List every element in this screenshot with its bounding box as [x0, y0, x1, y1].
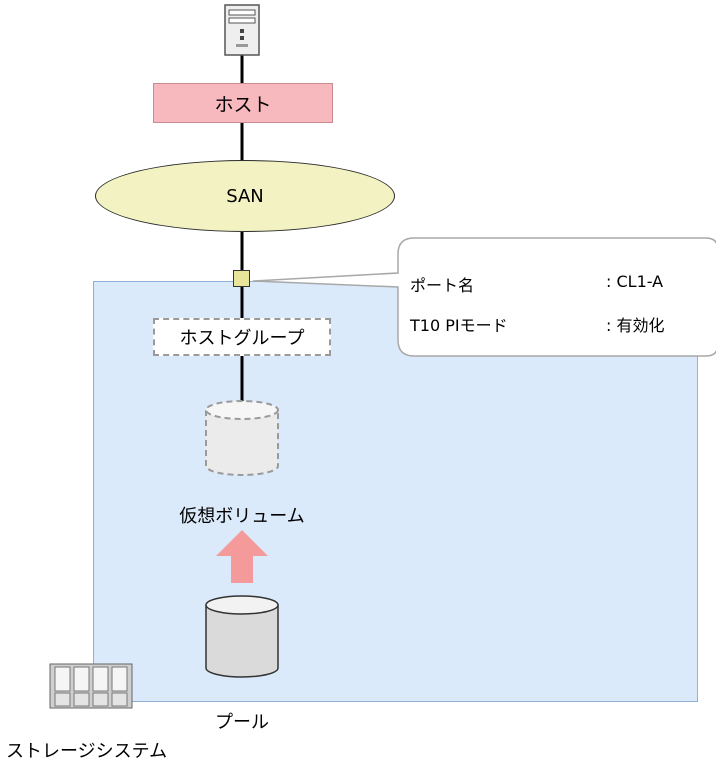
virtual-volume-cylinder	[205, 400, 279, 476]
pool-label: プール	[215, 712, 269, 733]
port-callout-bubble	[252, 237, 716, 357]
storage-rack-icon	[49, 663, 133, 709]
storage-system-label: ストレージシステム	[6, 741, 168, 762]
host-box: ホスト	[153, 83, 333, 123]
host-group-label: ホストグループ	[179, 328, 305, 349]
up-arrow-icon	[216, 530, 268, 583]
port-icon	[233, 270, 250, 287]
san-ellipse: SAN	[95, 160, 395, 232]
san-label: SAN	[226, 185, 264, 207]
server-icon	[224, 4, 260, 56]
host-group-box: ホストグループ	[153, 318, 331, 356]
t10-pi-mode-key: T10 PIモード	[410, 316, 508, 335]
virtual-volume-label: 仮想ボリューム	[179, 506, 305, 527]
pool-cylinder	[205, 595, 279, 678]
host-label: ホスト	[214, 93, 272, 116]
port-name-key: ポート名	[410, 276, 475, 295]
t10-pi-mode-value: : 有効化	[606, 316, 665, 335]
port-name-value: : CL1-A	[606, 272, 664, 291]
